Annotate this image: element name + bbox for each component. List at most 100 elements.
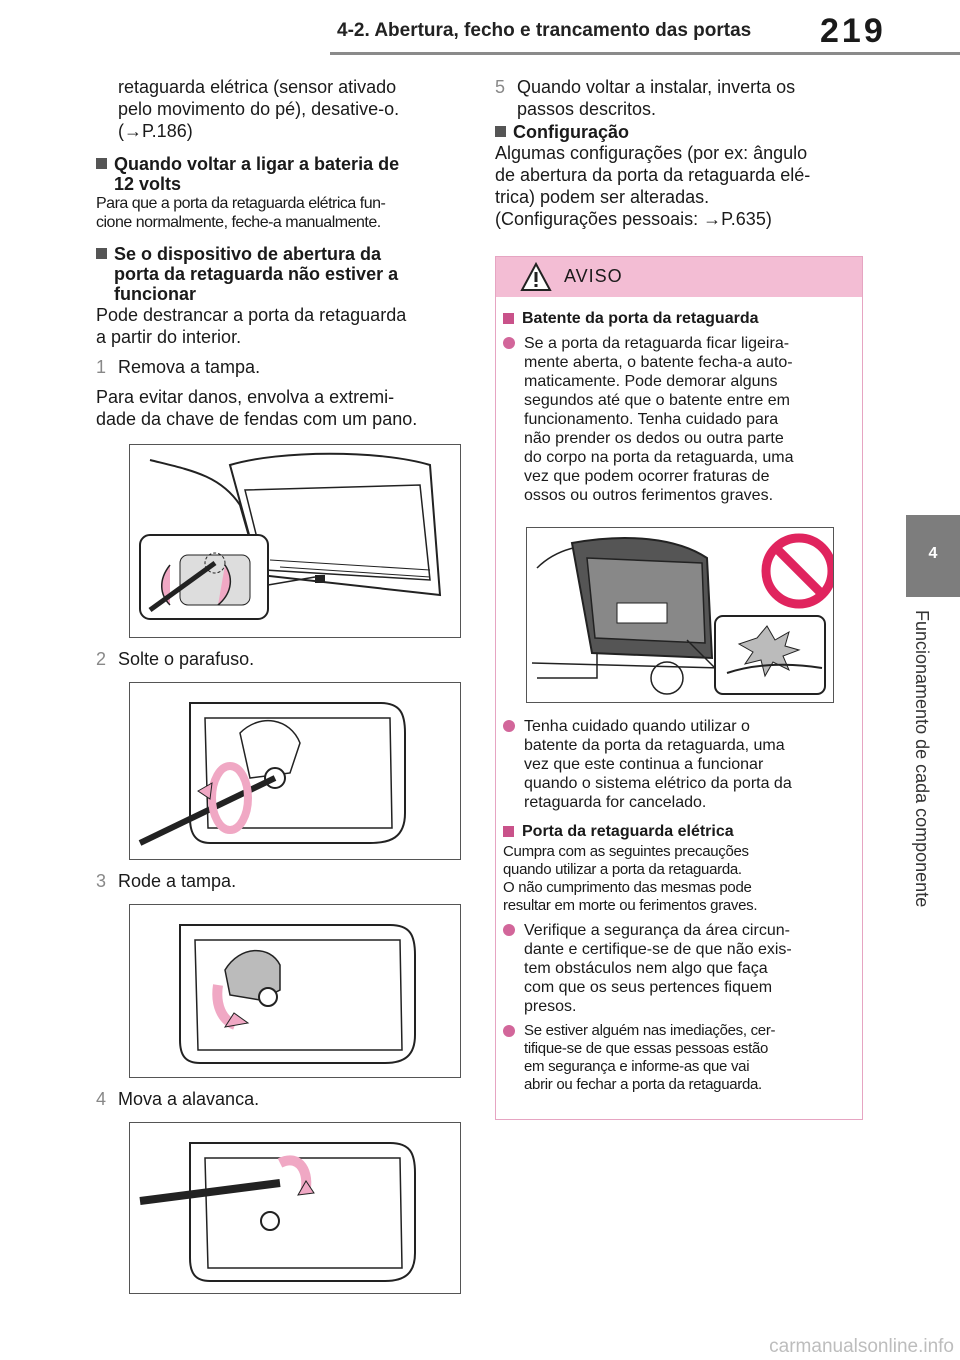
text-line: Pode destrancar a porta da retaguarda xyxy=(96,305,407,325)
warning-triangle-icon xyxy=(520,262,552,291)
step-text: Quando voltar a instalar, inverta os xyxy=(517,77,796,97)
warning-bullet: Verifique a segurança da área circun- da… xyxy=(503,921,852,1016)
bullet-line: segundos até que o batente entre em xyxy=(524,392,790,409)
square-bullet-icon xyxy=(495,126,506,137)
text-line: a partir do interior. xyxy=(96,327,242,347)
text-line: dade da chave de fendas com um pano. xyxy=(96,409,418,429)
figure-release-screw xyxy=(129,682,461,860)
step-number: 1 xyxy=(96,357,107,377)
chapter-tab: 4 xyxy=(906,515,960,597)
warning-paragraph: Cumpra com as seguintes precauções quand… xyxy=(503,843,852,915)
bullet-line: Verifique a segurança da área circun- xyxy=(524,922,790,939)
bullet-line: presos. xyxy=(524,998,577,1015)
bullet-line: abrir ou fechar a porta da retaguarda. xyxy=(524,1076,762,1093)
step-text: Remova a tampa. xyxy=(118,357,261,377)
page-number: 219 xyxy=(820,12,886,50)
text-line: resultar em morte ou ferimentos graves. xyxy=(503,897,758,914)
subheading-text: Porta da retaguarda elétrica xyxy=(522,823,734,840)
warning-subheading-power-door: Porta da retaguarda elétrica xyxy=(503,822,852,841)
step-number: 4 xyxy=(96,1089,107,1109)
square-bullet-icon xyxy=(503,313,514,324)
text-line: quando utilizar a porta da retaguarda. xyxy=(503,861,742,878)
bullet-line: quando o sistema elétrico da porta da xyxy=(524,775,792,792)
warning-title: AVISO xyxy=(564,266,623,286)
step-1: 1 Remova a tampa. xyxy=(96,356,471,378)
watermark: carmanualsonline.info xyxy=(769,1336,954,1357)
text-line: trica) podem ser alteradas. xyxy=(495,187,710,207)
figure-move-lever xyxy=(129,1122,461,1294)
warning-header: AVISO xyxy=(496,257,862,297)
bullet-line: com que os seus pertences fiquem xyxy=(524,979,773,996)
header-rule xyxy=(330,52,960,55)
step-text: passos descritos. xyxy=(517,99,657,119)
heading-line: Configuração xyxy=(513,122,630,142)
figure-finger-pinch xyxy=(526,527,837,703)
step-text: Mova a alavanca. xyxy=(118,1089,260,1109)
square-bullet-icon xyxy=(96,158,107,169)
step-2: 2 Solte o parafuso. xyxy=(96,648,471,670)
section-heading-config: Configuração xyxy=(495,122,865,142)
warning-body: Batente da porta da retaguarda Se a port… xyxy=(496,297,862,1094)
chapter-label: Funcionamento de cada componente xyxy=(912,610,932,908)
bullet-line: não prender os dedos ou outra parte xyxy=(524,430,784,447)
bullet-dot-icon xyxy=(503,720,515,732)
bullet-dot-icon xyxy=(503,1025,515,1037)
warning-bullet: Se estiver alguém nas imediações, cer- t… xyxy=(503,1022,852,1094)
text-line: pelo movimento do pé), desative-o. xyxy=(118,99,400,119)
tailgate-illustration xyxy=(139,452,442,620)
text-line: Para evitar danos, envolva a extremi- xyxy=(96,387,395,407)
intro-text: retaguarda elétrica (sensor ativado pelo… xyxy=(96,76,471,142)
text-line: Para que a porta da retaguarda elétrica … xyxy=(96,195,386,212)
lever-illustration xyxy=(139,1142,416,1282)
heading-line: funcionar xyxy=(114,284,197,304)
bullet-line: vez que este continua a funcionar xyxy=(524,756,764,773)
step-3: 3 Rode a tampa. xyxy=(96,870,471,892)
bullet-line: vez que podem ocorrer fraturas de xyxy=(524,468,770,485)
text-line: de abertura da porta da retaguarda elé- xyxy=(495,165,811,185)
step-number: 5 xyxy=(495,77,506,97)
step-number: 3 xyxy=(96,871,107,891)
square-bullet-icon xyxy=(503,826,514,837)
prohibition-icon xyxy=(761,533,837,609)
bullet-line: tifique-se de que essas pessoas estão xyxy=(524,1040,769,1057)
bullet-line: funcionamento. Tenha cuidado para xyxy=(524,411,779,428)
screw-illustration xyxy=(138,702,406,846)
figure-rotate-cover xyxy=(129,904,461,1078)
bullet-line: Se estiver alguém nas imediações, cer- xyxy=(524,1022,776,1039)
chapter-number: 4 xyxy=(928,545,938,562)
bullet-line: do corpo na porta da retaguarda, uma xyxy=(524,449,794,466)
bullet-line: tem obstáculos nem algo que faça xyxy=(524,960,768,977)
bullet-line: em segurança e informe-as que vai xyxy=(524,1058,750,1075)
step-text: Rode a tampa. xyxy=(118,871,237,891)
text-line: (→P.186) xyxy=(118,121,193,141)
bullet-line: ossos ou outros ferimentos graves. xyxy=(524,487,774,504)
text-line: cione normalmente, feche-a manualmente. xyxy=(96,214,381,231)
page-header: 4-2. Abertura, fecho e trancamento das p… xyxy=(0,0,960,62)
bullet-line: Tenha cuidado quando utilizar o xyxy=(524,718,750,735)
heading-line: porta da retaguarda não estiver a xyxy=(114,264,399,284)
left-column: retaguarda elétrica (sensor ativado pelo… xyxy=(96,76,471,1294)
bullet-line: maticamente. Pode demorar alguns xyxy=(524,373,778,390)
heading-line: Se o dispositivo de abertura da xyxy=(114,244,382,264)
text-line: O não cumprimento das mesmas pode xyxy=(503,879,752,896)
warning-box: AVISO Batente da porta da retaguarda Se … xyxy=(495,256,863,1120)
warning-bullet: Tenha cuidado quando utilizar o batente … xyxy=(503,717,852,812)
warning-bullet: Se a porta da retaguarda ficar ligeira- … xyxy=(503,334,852,505)
bullet-dot-icon xyxy=(503,337,515,349)
heading-line: Quando voltar a ligar a bateria de xyxy=(114,154,400,174)
cover-rotate-illustration xyxy=(179,924,416,1064)
bullet-line: retaguarda for cancelado. xyxy=(524,794,707,811)
text-line: (Configurações pessoais: →P.635) xyxy=(495,209,772,229)
bullet-line: mente aberta, o batente fecha-a auto- xyxy=(524,354,793,371)
subheading-text: Batente da porta da retaguarda xyxy=(522,310,759,327)
tailgate-pinch-illustration xyxy=(531,533,837,695)
text-line: Cumpra com as seguintes precauções xyxy=(503,843,749,860)
heading-line: 12 volts xyxy=(114,174,182,194)
warning-subheading-stopper: Batente da porta da retaguarda xyxy=(503,309,852,328)
text-line: retaguarda elétrica (sensor ativado xyxy=(118,77,397,97)
step-number: 2 xyxy=(96,649,107,669)
